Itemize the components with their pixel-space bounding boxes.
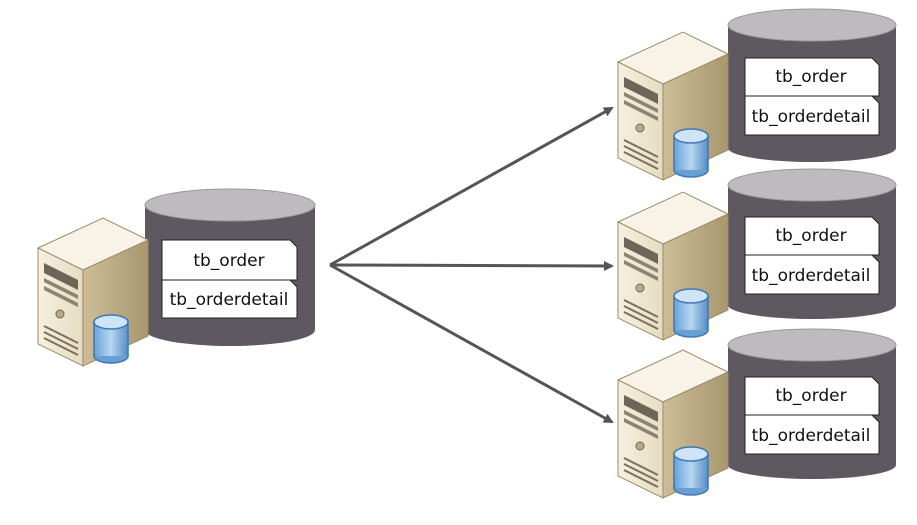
target-2-server-icon (617, 191, 729, 341)
arrow-to-target-2 (329, 260, 614, 271)
target-2-table-orderdetail-label: tb_orderdetail (752, 266, 871, 286)
replication-arrows (329, 106, 614, 424)
target-3-table-orderdetail-label: tb_orderdetail (752, 426, 871, 446)
target-3-server-icon (617, 349, 729, 499)
target-2-table-orderdetail: tb_orderdetail (744, 254, 880, 295)
target-node-2: tb_order tb_orderdetail (617, 168, 897, 341)
source-node: tb_order tb_orderdetail (37, 188, 316, 367)
target-node-3: tb_order tb_orderdetail (617, 328, 897, 499)
target-1-table-order-label: tb_order (775, 67, 846, 87)
target-1-table-orderdetail-label: tb_orderdetail (752, 107, 871, 127)
source-table-order-label: tb_order (193, 251, 264, 271)
target-3-table-orderdetail: tb_orderdetail (744, 414, 880, 455)
target-3-table-order: tb_order (744, 376, 880, 416)
source-table-orderdetail-label: tb_orderdetail (170, 290, 289, 310)
target-2-table-order-label: tb_order (775, 226, 846, 246)
arrow-to-target-3 (329, 263, 614, 424)
source-server-icon (37, 217, 149, 367)
target-1-server-icon (617, 31, 729, 181)
target-3-table-order-label: tb_order (775, 386, 846, 406)
target-1-table-orderdetail: tb_orderdetail (744, 95, 880, 136)
source-table-order: tb_order (161, 239, 298, 281)
source-table-orderdetail: tb_orderdetail (161, 279, 298, 319)
target-1-table-order: tb_order (744, 57, 880, 97)
target-node-1: tb_order tb_orderdetail (617, 8, 897, 181)
arrow-to-target-1 (329, 106, 614, 267)
target-2-table-order: tb_order (744, 216, 880, 256)
